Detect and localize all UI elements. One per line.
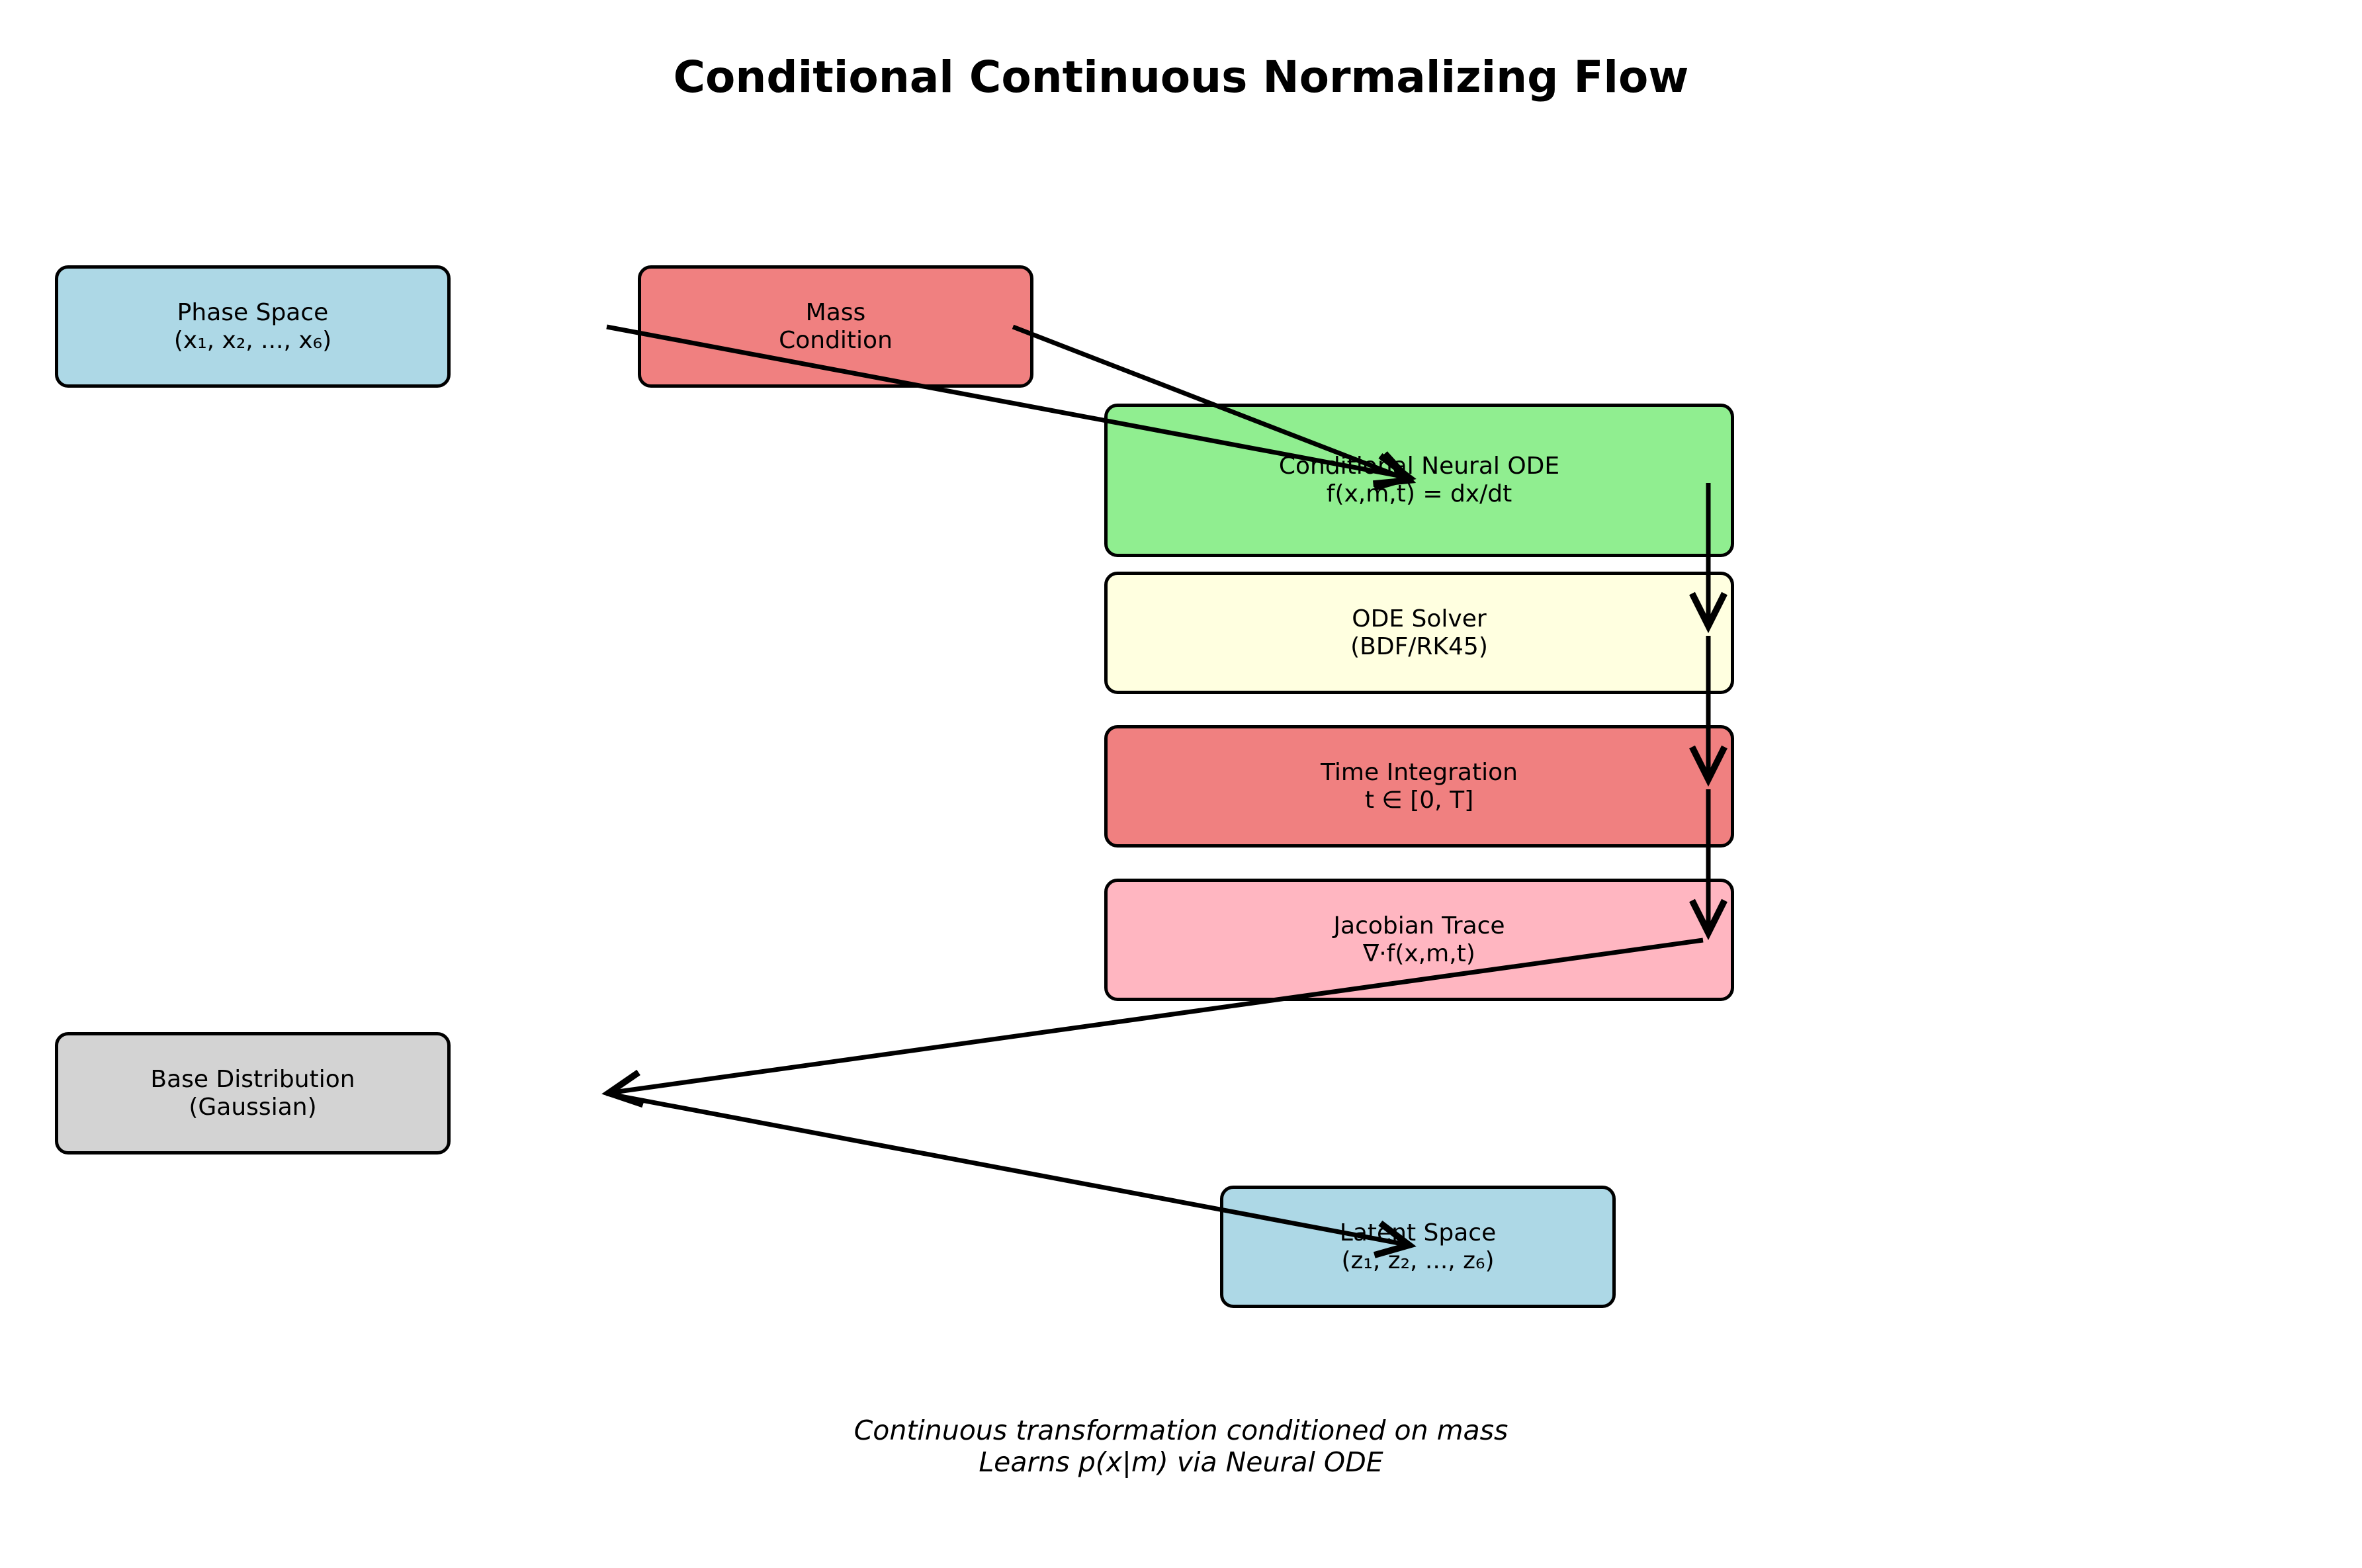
mass-condition-node: Mass Condition <box>638 265 1033 388</box>
caption-line-2: Learns p(x|m) via Neural ODE <box>979 1446 1383 1478</box>
neural-ode-subtitle: f(x,m,t) = dx/dt <box>1326 480 1512 507</box>
neural-ode-node: Conditional Neural ODE f(x,m,t) = dx/dt <box>1104 404 1734 557</box>
neural-ode-title: Conditional Neural ODE <box>1278 453 1560 480</box>
latent-space-title: Latent Space <box>1339 1219 1497 1246</box>
mass-condition-subtitle: Condition <box>779 326 893 354</box>
latent-space-subtitle: (z₁, z₂, ..., z₆) <box>1341 1246 1495 1274</box>
diagram-caption: Continuous transformation conditioned on… <box>0 1415 2362 1478</box>
base-distribution-title: Base Distribution <box>150 1065 355 1093</box>
jacobian-trace-title: Jacobian Trace <box>1333 912 1505 939</box>
caption-line-1: Continuous transformation conditioned on… <box>853 1415 1509 1446</box>
phase-space-subtitle: (x₁, x₂, ..., x₆) <box>173 326 332 354</box>
ode-solver-node: ODE Solver (BDF/RK45) <box>1104 572 1734 694</box>
diagram-title: Conditional Continuous Normalizing Flow <box>673 52 1689 103</box>
mass-condition-title: Mass <box>805 298 866 326</box>
time-integration-node: Time Integration t ∈ [0, T] <box>1104 725 1734 848</box>
time-integration-subtitle: t ∈ [0, T] <box>1364 786 1474 814</box>
ode-solver-title: ODE Solver <box>1352 605 1487 632</box>
phase-space-title: Phase Space <box>177 298 329 326</box>
ode-solver-subtitle: (BDF/RK45) <box>1350 632 1488 660</box>
base-distribution-subtitle: (Gaussian) <box>189 1093 317 1121</box>
jacobian-trace-node: Jacobian Trace ∇·f(x,m,t) <box>1104 879 1734 1001</box>
phase-space-node: Phase Space (x₁, x₂, ..., x₆) <box>55 265 451 388</box>
latent-space-node: Latent Space (z₁, z₂, ..., z₆) <box>1220 1186 1616 1308</box>
base-distribution-node: Base Distribution (Gaussian) <box>55 1032 451 1154</box>
time-integration-title: Time Integration <box>1321 758 1518 786</box>
jacobian-trace-subtitle: ∇·f(x,m,t) <box>1363 939 1475 967</box>
